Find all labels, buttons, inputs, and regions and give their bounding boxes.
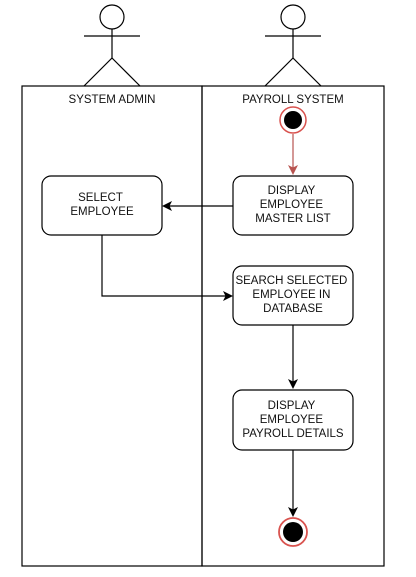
label-line: SELECT (78, 192, 123, 204)
activity-select-employee-label: SELECT EMPLOYEE (70, 192, 134, 218)
activity-search-employee-label: SEARCH SELECTED EMPLOYEE IN DATABASE (235, 275, 350, 315)
label-line: EMPLOYEE IN (252, 289, 330, 301)
swimlane-payroll-system (201, 85, 385, 567)
actor-right-leg (111, 57, 141, 87)
lane-title-system-admin: SYSTEM ADMIN (69, 94, 156, 106)
label-line: EMPLOYEE (260, 199, 324, 211)
label-line: MASTER LIST (255, 213, 330, 225)
actor-left-leg (264, 57, 294, 87)
actor-right-leg (292, 57, 322, 87)
actor-payroll-system (264, 4, 322, 87)
label-line: PAYROLL DETAILS (242, 428, 344, 440)
actor-head (280, 4, 306, 30)
start-node (279, 106, 307, 134)
lane-title-payroll-system: PAYROLL SYSTEM (242, 94, 343, 106)
label-line: DISPLAY (268, 185, 316, 197)
label-line: DISPLAY (268, 400, 316, 412)
swimlane-system-admin (21, 85, 203, 567)
actor-head (99, 4, 125, 30)
actor-system-admin (83, 4, 141, 87)
label-line: SEARCH SELECTED (235, 275, 347, 287)
flow-arrow-to-search (101, 235, 233, 301)
end-node (278, 517, 308, 547)
label-line: EMPLOYEE (70, 206, 134, 218)
activity-display-master-list-label: DISPLAY EMPLOYEE MASTER LIST (255, 185, 330, 225)
label-line: EMPLOYEE (260, 414, 324, 426)
actor-left-leg (83, 57, 113, 87)
activity-display-payroll-details-label: DISPLAY EMPLOYEE PAYROLL DETAILS (242, 400, 344, 440)
label-line: DATABASE (263, 303, 323, 315)
